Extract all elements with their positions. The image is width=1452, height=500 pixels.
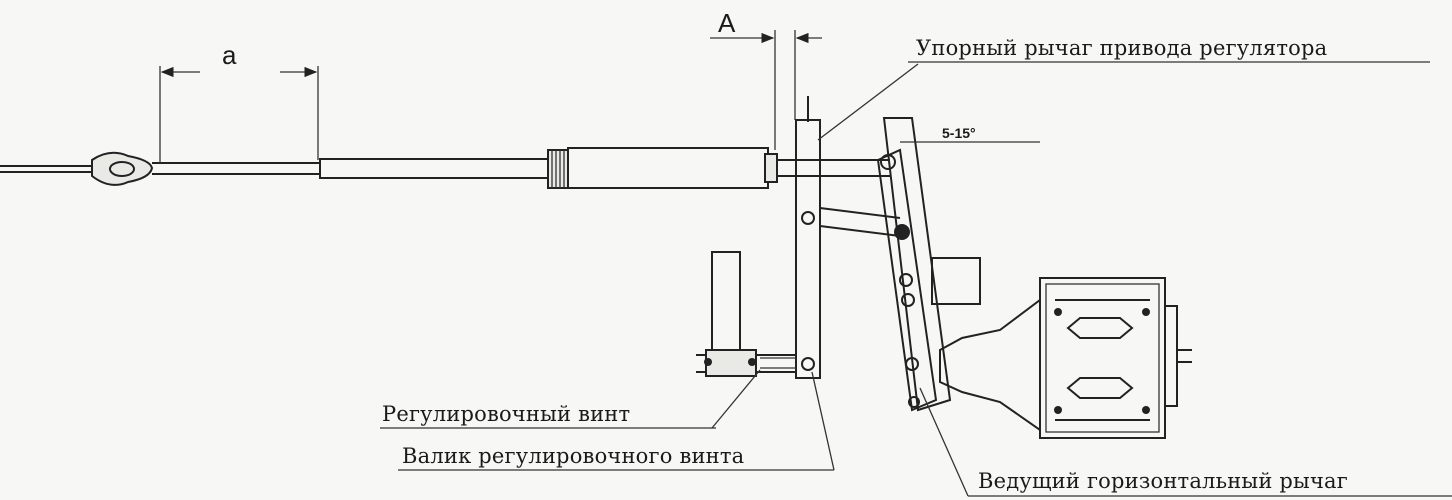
adjust-screw-label: Регулировочный винт: [382, 402, 630, 426]
dimension-A-label: А: [718, 8, 736, 38]
stop-lever: [795, 96, 901, 379]
dimension-a-label: а: [222, 40, 237, 70]
dimension-a: а: [159, 40, 319, 163]
adjust-screw-shaft-label: Валик регулировочного винта: [402, 444, 744, 468]
driving-lever: [876, 117, 981, 412]
driving-lever-label: Ведущий горизонтальный рычаг: [978, 469, 1348, 493]
leader-lines: [380, 61, 1452, 497]
adjusting-screw-bracket: [696, 251, 796, 377]
angle-label: 5-15°: [942, 125, 976, 141]
angle-indicator: 5-15°: [900, 125, 1040, 143]
servo-drum: [939, 277, 1192, 439]
left-rod: [0, 147, 890, 189]
stop-lever-label: Упорный рычаг привода регулятора: [916, 36, 1327, 60]
dimension-A: А: [710, 8, 822, 150]
